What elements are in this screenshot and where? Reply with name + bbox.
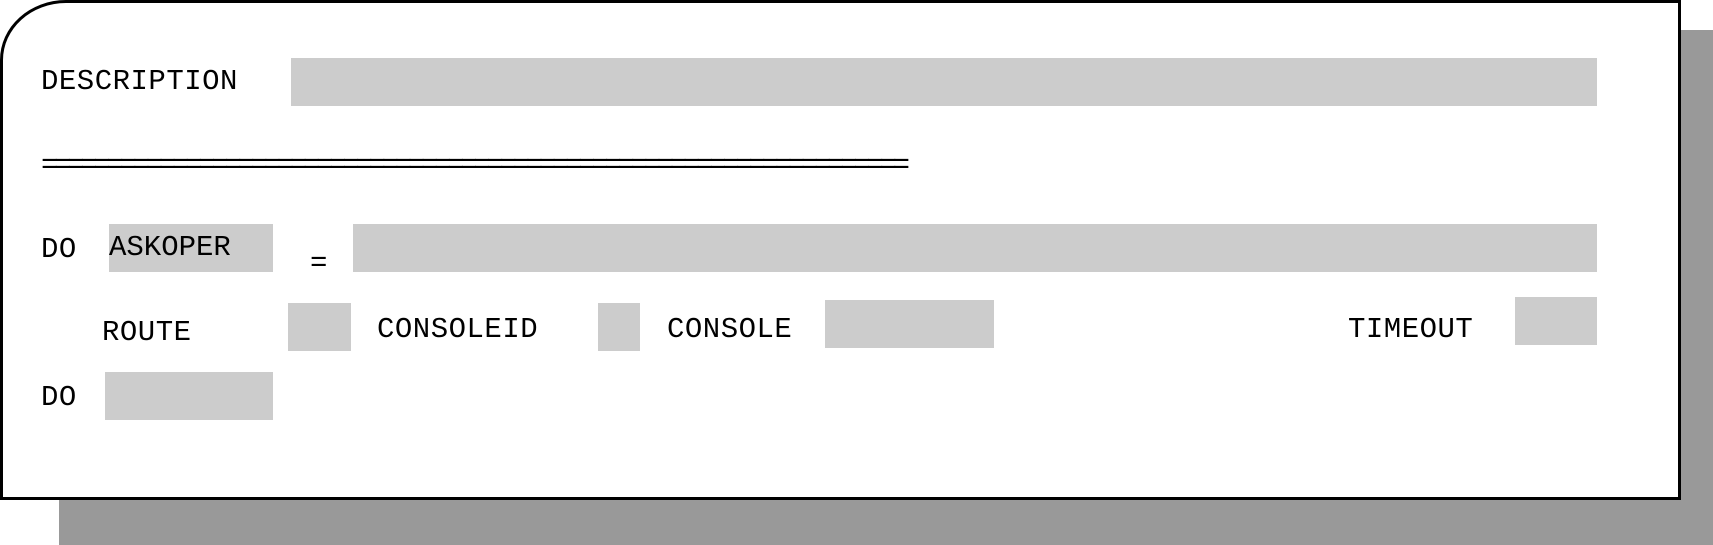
separator-line: ========================================… — [41, 151, 910, 180]
equals-sign: = — [310, 247, 328, 280]
timeout-label: TIMEOUT — [1348, 313, 1474, 346]
console-label: CONSOLE — [667, 313, 793, 346]
timeout-field[interactable] — [1515, 297, 1597, 345]
route-label: ROUTE — [102, 316, 192, 349]
askoper-form-panel: DESCRIPTION ============================… — [0, 0, 1681, 500]
route-field[interactable] — [288, 303, 351, 351]
do-action-field[interactable]: ASKOPER — [109, 224, 273, 272]
consoleid-label: CONSOLEID — [377, 313, 539, 346]
do2-field[interactable] — [105, 372, 273, 420]
do-label: DO — [41, 233, 77, 266]
do2-label: DO — [41, 381, 77, 414]
consoleid-field[interactable] — [598, 303, 640, 351]
description-field[interactable] — [291, 58, 1597, 106]
console-field[interactable] — [825, 300, 994, 348]
description-label: DESCRIPTION — [41, 65, 238, 98]
askoper-text-field[interactable] — [353, 224, 1597, 272]
